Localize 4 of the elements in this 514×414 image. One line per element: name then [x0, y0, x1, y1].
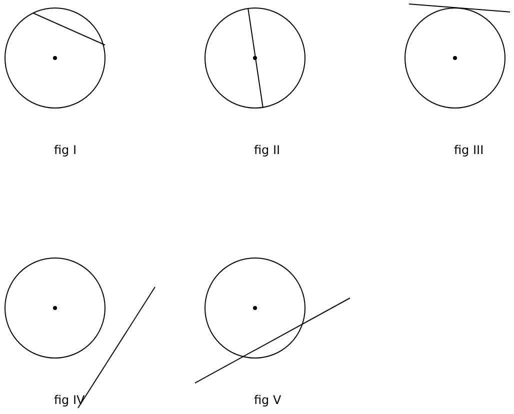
figure-label: fig V: [254, 393, 282, 407]
figure-label: fig II: [254, 143, 280, 157]
figure-label: fig I: [54, 143, 77, 157]
figure-label: fig III: [454, 143, 484, 157]
